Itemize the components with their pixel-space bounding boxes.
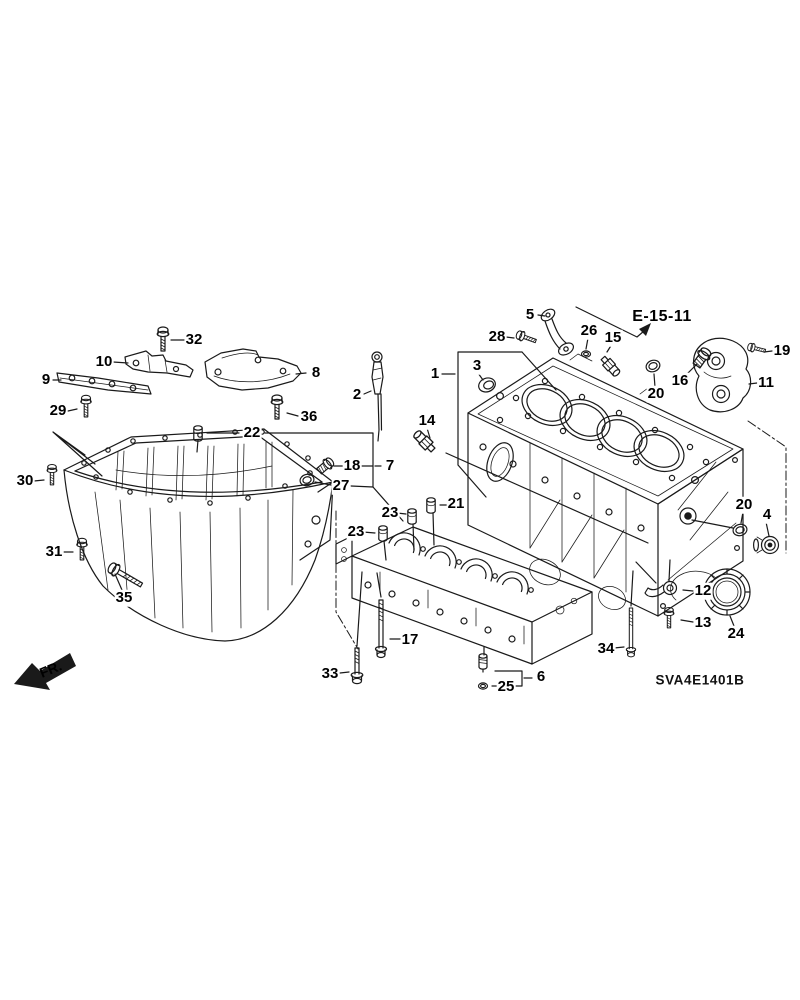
callout-34[interactable]: 34	[596, 639, 616, 658]
callout-14[interactable]: 14	[417, 411, 437, 430]
callout-23[interactable]: 23	[346, 522, 366, 541]
dowel-23b-glyph	[378, 525, 388, 542]
dipstick-drawing	[371, 351, 384, 442]
callout-32[interactable]: 32	[184, 330, 204, 349]
diagram-code: SVA4E1401B	[655, 672, 745, 688]
callout-13[interactable]: 13	[693, 613, 713, 632]
oil-passage-pipe-drawing	[540, 308, 574, 356]
sealing-cap-3-drawing	[478, 377, 496, 393]
bolt-28-glyph	[514, 328, 538, 347]
callout-19[interactable]: 19	[772, 341, 792, 360]
callout-21[interactable]: 21	[446, 494, 466, 513]
bolt-19-glyph	[746, 341, 767, 356]
callout-18[interactable]: 18	[342, 456, 362, 475]
callout-22[interactable]: 22	[242, 423, 262, 442]
callout-12[interactable]: 12	[693, 581, 713, 600]
callout-20[interactable]: 20	[646, 384, 666, 403]
fr-direction-arrow: FR.	[14, 653, 76, 690]
bolt-34-glyph	[625, 607, 637, 658]
baffle-plate-8-drawing	[204, 348, 302, 391]
bolt-36-glyph	[270, 394, 284, 420]
mount-bracket-11-drawing	[693, 337, 752, 413]
bolt-29-glyph	[80, 394, 92, 418]
leader-lines	[33, 306, 787, 687]
dowel-21-glyph	[426, 497, 436, 514]
callout-25[interactable]: 25	[496, 677, 516, 696]
callout-31[interactable]: 31	[44, 542, 64, 561]
sensor-14-glyph	[411, 428, 438, 455]
callout-23[interactable]: 23	[380, 503, 400, 522]
callout-26[interactable]: 26	[579, 321, 599, 340]
callout-36[interactable]: 36	[299, 407, 319, 426]
callout-17[interactable]: 17	[400, 630, 420, 649]
callout-30[interactable]: 30	[15, 471, 35, 490]
callout-11[interactable]: 11	[757, 373, 775, 392]
callout-4[interactable]: 4	[761, 505, 773, 524]
callout-3[interactable]: 3	[471, 356, 483, 375]
callout-24[interactable]: 24	[726, 624, 746, 643]
washer-25-glyph	[477, 682, 489, 690]
engine-block-drawing	[467, 353, 744, 617]
oil-pan-drawing	[63, 428, 334, 642]
callout-1[interactable]: 1	[429, 364, 441, 383]
callout-7[interactable]: 7	[384, 456, 396, 475]
bolt-30-glyph	[46, 463, 58, 486]
fr-label: FR.	[37, 657, 64, 680]
baffle-plate-9-drawing	[56, 372, 152, 395]
callout-29[interactable]: 29	[48, 401, 68, 420]
callout-20[interactable]: 20	[734, 495, 754, 514]
bolt-32-glyph	[156, 326, 170, 352]
callout-2[interactable]: 2	[351, 385, 363, 404]
stay-bracket-12-drawing	[644, 580, 678, 598]
callout-6[interactable]: 6	[535, 667, 547, 686]
callout-9[interactable]: 9	[40, 370, 52, 389]
callout-27[interactable]: 27	[331, 476, 351, 495]
drain-bolt-18-glyph	[314, 455, 337, 477]
baffle-plate-10-drawing	[124, 350, 194, 378]
fr-arrow-icon	[14, 653, 76, 690]
callout-8[interactable]: 8	[310, 363, 322, 382]
callout-28[interactable]: 28	[487, 327, 507, 346]
sealing-plug-4-drawing	[752, 535, 780, 555]
callout-15[interactable]: 15	[603, 328, 623, 347]
lower-block-drawing	[335, 526, 593, 673]
oil-pressure-switch-15-glyph	[598, 354, 623, 379]
reference-link[interactable]: E-15-11	[632, 308, 692, 325]
bolt-33-glyph	[350, 647, 364, 685]
callout-10[interactable]: 10	[94, 352, 114, 371]
dowel-23a-glyph	[407, 508, 417, 525]
callout-35[interactable]: 35	[114, 588, 134, 607]
callout-5[interactable]: 5	[524, 305, 536, 324]
washer-26-glyph	[580, 350, 592, 358]
callout-33[interactable]: 33	[320, 664, 340, 683]
callout-16[interactable]: 16	[670, 371, 690, 390]
oring-20a-glyph	[643, 357, 663, 375]
